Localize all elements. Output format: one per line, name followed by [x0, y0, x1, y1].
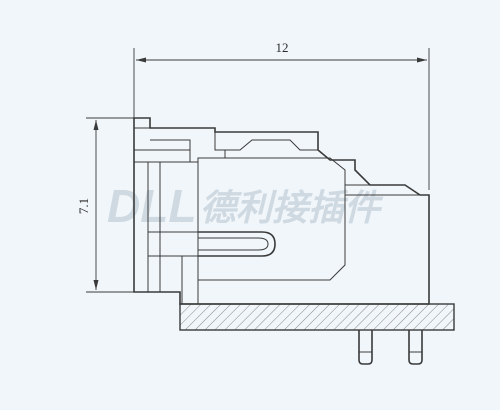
height-label: 7.1 — [76, 198, 91, 214]
height-dimension: 7.1 — [76, 117, 134, 293]
latch-inner — [150, 139, 191, 150]
connector-housing — [133, 117, 430, 305]
housing-outline — [133, 117, 430, 305]
contact-tab — [198, 231, 276, 257]
contact-tab-inner — [198, 237, 269, 251]
height-arrow-bottom — [93, 280, 99, 290]
latch-lower — [134, 149, 191, 162]
latch-ramp — [214, 132, 318, 151]
width-arrow-right — [417, 57, 427, 63]
pin-right — [408, 330, 423, 365]
watermark-cjk: 德利接插件 — [200, 188, 384, 229]
width-label: 12 — [276, 40, 289, 55]
watermark-latin: DLL — [107, 180, 196, 232]
height-arrow-top — [93, 120, 99, 130]
pcb-board — [179, 303, 455, 331]
width-arrow-left — [136, 57, 146, 63]
watermark: DLL 德利接插件 — [107, 180, 384, 232]
pcb-board-section — [179, 303, 455, 331]
pin-left — [358, 330, 373, 365]
width-dimension: 12 — [133, 40, 430, 190]
pins — [358, 330, 423, 365]
